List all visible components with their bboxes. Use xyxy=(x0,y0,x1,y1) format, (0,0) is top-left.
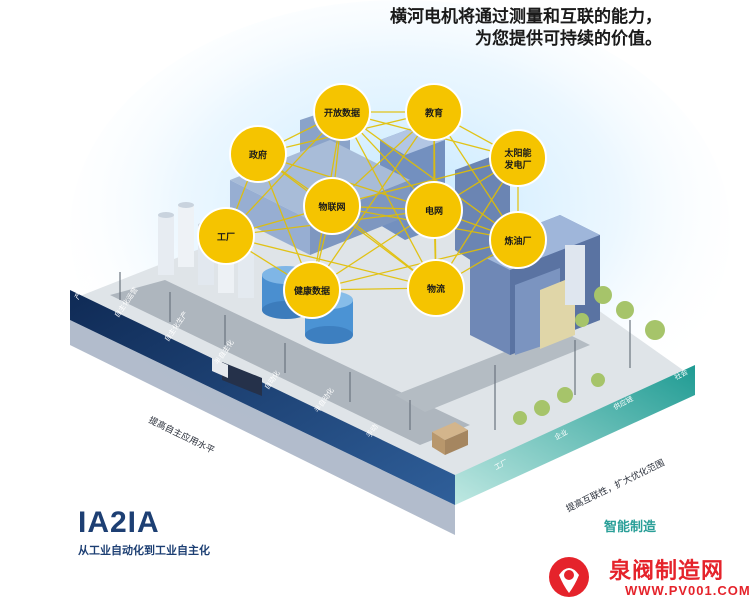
network-node-label: 发电厂 xyxy=(503,159,531,171)
guard-house xyxy=(432,422,468,440)
network-link xyxy=(311,239,519,291)
network-node: 教育 xyxy=(405,83,463,141)
network-node-label: 太阳能 xyxy=(503,147,531,159)
network-node-label: 健康数据 xyxy=(294,285,330,297)
headline-line-1: 横河电机将通过测量和互联的能力， xyxy=(390,7,662,27)
watermark: 泉阀制造网 WWW.PV001.COM xyxy=(545,553,750,603)
network-node-label: 物联网 xyxy=(318,201,345,213)
headline: 横河电机将通过测量和互联的能力， 为您提供可持续的价值。 xyxy=(390,6,662,50)
network-node-label: 政府 xyxy=(249,149,267,161)
watermark-name: 泉阀制造网 xyxy=(609,559,725,584)
network-node: 电网 xyxy=(405,181,463,239)
network-node-label: 电网 xyxy=(425,205,443,217)
road xyxy=(110,280,470,445)
network-node-circle xyxy=(197,207,255,265)
network-node-label: 炼油厂 xyxy=(504,235,531,247)
connectivity-band xyxy=(455,365,695,505)
network-node: 工厂 xyxy=(197,207,255,265)
network-node-circle xyxy=(405,181,463,239)
network-node-circle xyxy=(405,83,463,141)
network-link xyxy=(341,111,519,241)
network-node-circle xyxy=(303,177,361,235)
network-node-circle xyxy=(229,125,287,183)
autonomy-axis-label: 提高自主应用水平 xyxy=(147,414,217,456)
network-node-label: 开放数据 xyxy=(324,107,360,119)
network-node-label: 教育 xyxy=(424,107,443,119)
network-link xyxy=(311,111,435,291)
network-link xyxy=(341,111,437,289)
smart-manufacturing-label: 智能制造 xyxy=(604,520,657,535)
network-node: 健康数据 xyxy=(283,261,341,319)
network-node: 开放数据 xyxy=(313,83,371,141)
brand-subtitle: 从工业自动化到工业自主化 xyxy=(78,544,210,557)
headline-line-2: 为您提供可持续的价值。 xyxy=(475,29,662,49)
watermark-logo xyxy=(549,557,589,597)
connectivity-axis-label: 提高互联性，扩大优化范围 xyxy=(564,457,666,515)
autonomy-band xyxy=(70,290,455,505)
network-node: 炼油厂 xyxy=(489,211,547,269)
network-node: 物联网 xyxy=(303,177,361,235)
watermark-url: WWW.PV001.COM xyxy=(625,583,750,598)
network-node-circle xyxy=(283,261,341,319)
trees xyxy=(513,286,665,425)
brand-block: IA2IA 从工业自动化到工业自主化 xyxy=(78,506,210,558)
network-node-circle xyxy=(407,259,465,317)
network-node-circle xyxy=(489,129,547,187)
network-node-circle xyxy=(489,211,547,269)
network-node: 物流 xyxy=(407,259,465,317)
network-node: 政府 xyxy=(229,125,287,183)
network-node-label: 物流 xyxy=(427,283,445,295)
network-node-circle xyxy=(313,83,371,141)
network-link xyxy=(331,157,519,207)
street-lamps xyxy=(119,272,631,430)
network-link xyxy=(225,235,437,289)
brand-title: IA2IA xyxy=(78,506,160,539)
network-node-label: 工厂 xyxy=(217,232,235,243)
truck xyxy=(222,362,262,396)
